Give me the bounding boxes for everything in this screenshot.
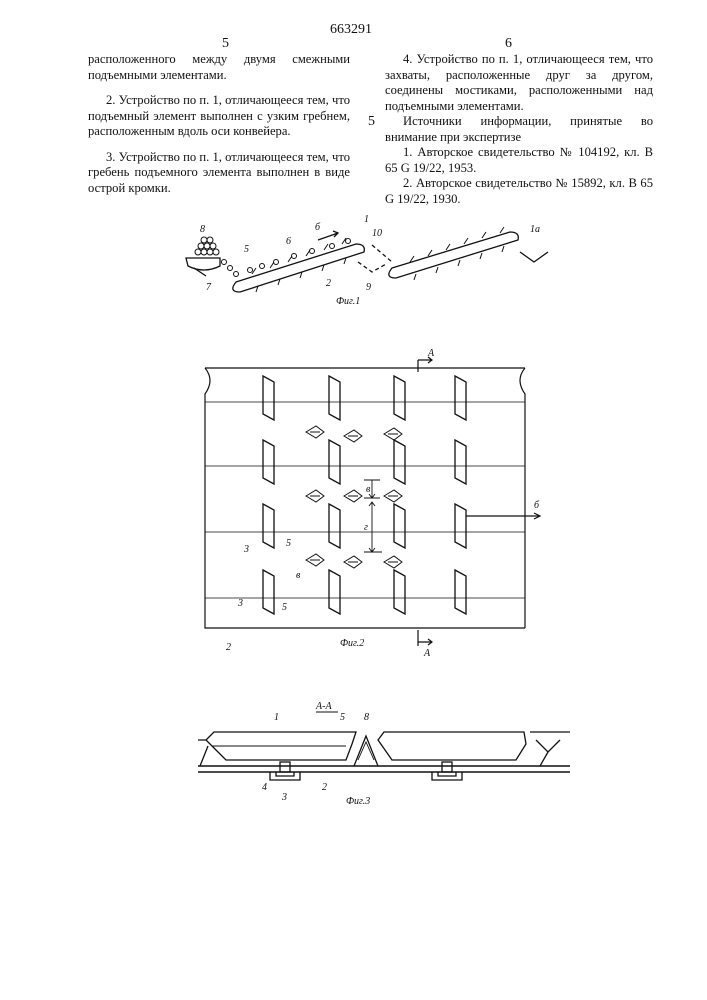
lifting-elements bbox=[263, 376, 466, 614]
outlet-chute bbox=[520, 252, 548, 262]
figure-3 bbox=[198, 712, 570, 780]
section-mark-bottom bbox=[418, 630, 432, 646]
fig2-label-2: 2 bbox=[226, 642, 231, 653]
fig2-label-b: б bbox=[534, 500, 540, 511]
runner-right bbox=[442, 762, 452, 772]
fig3-label-5: 5 bbox=[340, 712, 345, 723]
belt-band-lines bbox=[205, 402, 525, 598]
fig2-label-3: 3 bbox=[243, 544, 249, 555]
fig2-label-g: г bbox=[364, 522, 368, 533]
fig2-label-5b: 5 bbox=[282, 602, 287, 613]
figure-1-labels: 8 7 5 6 б 2 1 10 9 1а Фиг.1 bbox=[200, 214, 540, 307]
fig1-label-7: 7 bbox=[206, 282, 212, 293]
conveyor-1 bbox=[233, 244, 365, 292]
ridge bbox=[354, 736, 378, 766]
fig1-label-6: 6 bbox=[286, 236, 291, 247]
fig1-label-1: 1 bbox=[364, 214, 369, 225]
fig3-label-8: 8 bbox=[364, 712, 369, 723]
fig3-label-1: 1 bbox=[274, 712, 279, 723]
section-mark-top bbox=[418, 357, 432, 372]
fig3-title: А-А bbox=[315, 701, 332, 712]
left-bracket bbox=[198, 740, 208, 766]
fig1-label-5: 5 bbox=[244, 244, 249, 255]
fig1-label-8: 8 bbox=[200, 224, 205, 235]
fig2-caption: Фиг.2 bbox=[340, 638, 364, 649]
fig2-section-a-top: A bbox=[427, 348, 435, 359]
conveyor-2-teeth bbox=[410, 227, 504, 280]
runner-left bbox=[280, 762, 290, 772]
fig2-section-a-bottom: A bbox=[423, 648, 431, 659]
conveyor-2 bbox=[389, 232, 519, 278]
base-plate bbox=[198, 766, 570, 772]
fig2-label-v2: в bbox=[296, 570, 301, 581]
fig3-caption: Фиг.3 bbox=[346, 796, 370, 807]
fig2-label-5: 5 bbox=[286, 538, 291, 549]
direction-arrow bbox=[466, 513, 540, 519]
right-bracket bbox=[530, 732, 570, 766]
fig2-label-v: в bbox=[366, 484, 371, 495]
grippers bbox=[306, 426, 402, 568]
fig1-label-10: 10 bbox=[372, 228, 382, 239]
flow-arrow bbox=[318, 231, 338, 240]
fig1-label-b: б bbox=[315, 222, 321, 233]
figure-2-labels: A A в г б 3 5 в 3 5 2 Фиг.2 bbox=[226, 348, 540, 659]
hopper bbox=[186, 258, 220, 270]
fig1-label-9: 9 bbox=[366, 282, 371, 293]
figure-3-labels: А-А 1 5 8 4 3 2 Фиг.3 bbox=[262, 701, 370, 807]
fig2-label-3b: 3 bbox=[237, 598, 243, 609]
conveyor-1-teeth bbox=[248, 238, 351, 292]
trough-right bbox=[378, 732, 526, 760]
fig3-label-2: 2 bbox=[322, 782, 327, 793]
fig3-label-4: 4 bbox=[262, 782, 267, 793]
guide-channel-left bbox=[270, 772, 300, 780]
transfer-chute bbox=[358, 245, 392, 272]
fig1-label-2: 2 bbox=[326, 278, 331, 289]
fig1-label-1a: 1а bbox=[530, 224, 540, 235]
guide-channel-right bbox=[432, 772, 462, 780]
pellet-pile bbox=[195, 237, 239, 277]
fig3-label-3: 3 bbox=[281, 792, 287, 803]
figure-2 bbox=[205, 357, 540, 646]
fig1-caption: Фиг.1 bbox=[336, 296, 360, 307]
